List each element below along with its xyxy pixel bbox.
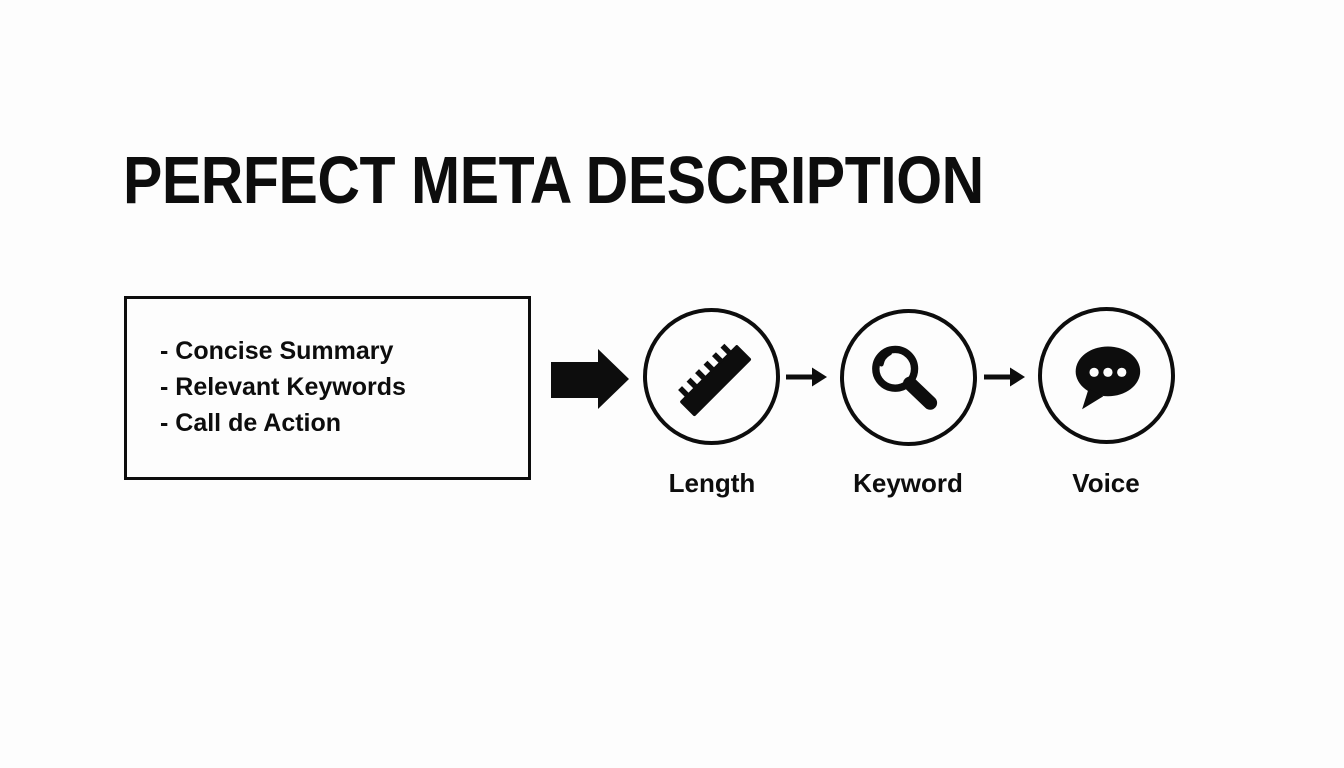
step-label-length: Length	[668, 468, 756, 498]
step-circle-voice	[1038, 307, 1175, 444]
checklist-item-concise-summary: - Concise Summary	[160, 337, 394, 365]
step-circle-length	[643, 308, 780, 445]
checklist-item-call-to-action: - Call de Action	[160, 409, 342, 437]
meta-description-checklist-box: - Concise Summary - Relevant Keywords - …	[124, 296, 531, 480]
step-label-voice: Voice	[1072, 468, 1140, 498]
step-circle-keyword	[840, 309, 977, 446]
flow-arrow-icon	[984, 367, 1025, 387]
speech-bubble-icon	[1075, 346, 1140, 409]
block-arrow-icon	[551, 349, 629, 409]
magnifier-icon	[871, 345, 937, 410]
step-label-keyword: Keyword	[853, 468, 963, 498]
page-title: PERFECT META DESCRIPTION	[123, 143, 984, 218]
checklist-item-relevant-keywords: - Relevant Keywords	[160, 373, 406, 401]
ruler-icon	[677, 343, 751, 416]
flow-arrow-icon	[786, 367, 827, 387]
